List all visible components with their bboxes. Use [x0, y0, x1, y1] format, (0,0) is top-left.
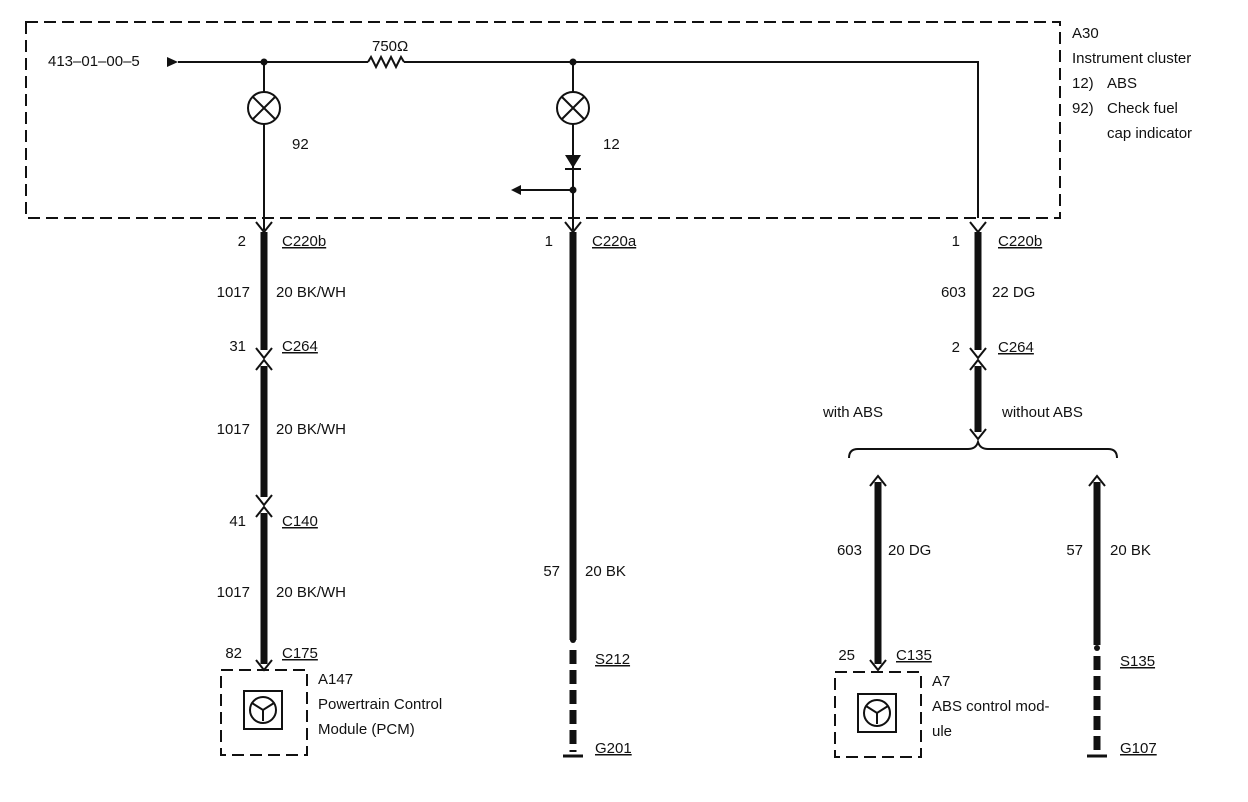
cluster-name: Instrument cluster [1072, 50, 1191, 67]
connector-c264-right-bottom-icon [969, 347, 987, 360]
lamp-left-label: 92 [292, 136, 309, 153]
wire-left-3: 20 BK/WH [276, 584, 346, 601]
lamp-mid-label: 12 [603, 136, 620, 153]
ground-mid: G201 [595, 740, 632, 757]
connector-left-2: C264 [282, 338, 318, 355]
abs-module-boundary [834, 671, 922, 758]
connector-left-1: C220b [282, 233, 326, 250]
module-pcm-icon [243, 690, 283, 730]
ground-tap-arrow [511, 185, 521, 195]
connector-c140-top-icon [255, 505, 273, 518]
legend-num-12: 12) [1072, 75, 1094, 92]
pcm-ref: A147 [318, 671, 353, 688]
pin-left-3: 41 [229, 513, 246, 530]
circuit-left-2: 1017 [217, 421, 250, 438]
splice-s212-dot [570, 637, 576, 643]
connector-abs-top-icon [869, 474, 887, 487]
abs-name-line2: ule [932, 723, 952, 740]
pin-right-1: 1 [952, 233, 960, 250]
connector-c264-right-top-icon [969, 358, 987, 371]
wire-left-2: 20 BK/WH [276, 421, 346, 438]
circuit-mid: 57 [543, 563, 560, 580]
connector-noabs-top-icon [1088, 474, 1106, 487]
circuit-abs: 603 [837, 542, 862, 559]
lamp-mid-icon [556, 91, 590, 125]
resistor-value: 750Ω [372, 38, 408, 55]
lamp-left-icon [247, 91, 281, 125]
pin-left-2: 31 [229, 338, 246, 355]
pcm-name-line1: Powertrain Control [318, 696, 442, 713]
splice-noabs: S135 [1120, 653, 1155, 670]
input-reference: 413–01–00–5 [48, 53, 140, 70]
abs-ref: A7 [932, 673, 950, 690]
wire-abs-label: 20 DG [888, 542, 931, 559]
input-arrow [167, 57, 178, 67]
connector-abs: C135 [896, 647, 932, 664]
legend-text-abs: ABS [1107, 75, 1137, 92]
abs-name-line1: ABS control mod- [932, 698, 1050, 715]
pin-abs: 25 [838, 647, 855, 664]
connector-c135-icon [869, 659, 887, 672]
ground-noabs: G107 [1120, 740, 1157, 757]
circuit-noabs: 57 [1066, 542, 1083, 559]
splice-s135-dot [1094, 645, 1100, 651]
cluster-ref: A30 [1072, 25, 1099, 42]
pin-left-4: 82 [225, 645, 242, 662]
bus-wire-right [404, 61, 979, 218]
diode-icon [565, 155, 581, 170]
junction-dot-tap [569, 186, 577, 194]
circuit-left-1: 1017 [217, 284, 250, 301]
wire-mid: 20 BK [585, 563, 626, 580]
instrument-cluster-boundary [25, 21, 1061, 219]
wire-left-1: 20 BK/WH [276, 284, 346, 301]
splice-mid: S212 [595, 651, 630, 668]
connector-right-2: C264 [998, 339, 1034, 356]
option-without-abs: without ABS [1001, 404, 1083, 421]
option-with-abs: with ABS [822, 404, 883, 421]
legend-text-cap-indicator: cap indicator [1107, 125, 1192, 142]
connector-c264-left-bottom-icon [255, 347, 273, 360]
resistor-symbol [367, 54, 405, 70]
legend-text-check-fuel: Check fuel [1107, 100, 1178, 117]
wire-right-1: 22 DG [992, 284, 1035, 301]
pin-right-2: 2 [952, 339, 960, 356]
pin-left-1: 2 [238, 233, 246, 250]
connector-c140-bottom-icon [255, 494, 273, 507]
connector-right-1: C220b [998, 233, 1042, 250]
circuit-left-3: 1017 [217, 584, 250, 601]
connector-left-3: C140 [282, 513, 318, 530]
pin-mid-1: 1 [545, 233, 553, 250]
module-abs-icon [857, 693, 897, 733]
option-bracket [848, 438, 1118, 459]
wire-noabs-label: 20 BK [1110, 542, 1151, 559]
connector-c264-left-top-icon [255, 358, 273, 371]
legend-num-92: 92) [1072, 100, 1094, 117]
circuit-right-1: 603 [941, 284, 966, 301]
pcm-name-line2: Module (PCM) [318, 721, 415, 738]
connector-mid-1: C220a [592, 233, 637, 250]
connector-left-4: C175 [282, 645, 318, 662]
pcm-module-boundary [220, 669, 308, 756]
connector-c220b-right-icon [969, 221, 987, 234]
